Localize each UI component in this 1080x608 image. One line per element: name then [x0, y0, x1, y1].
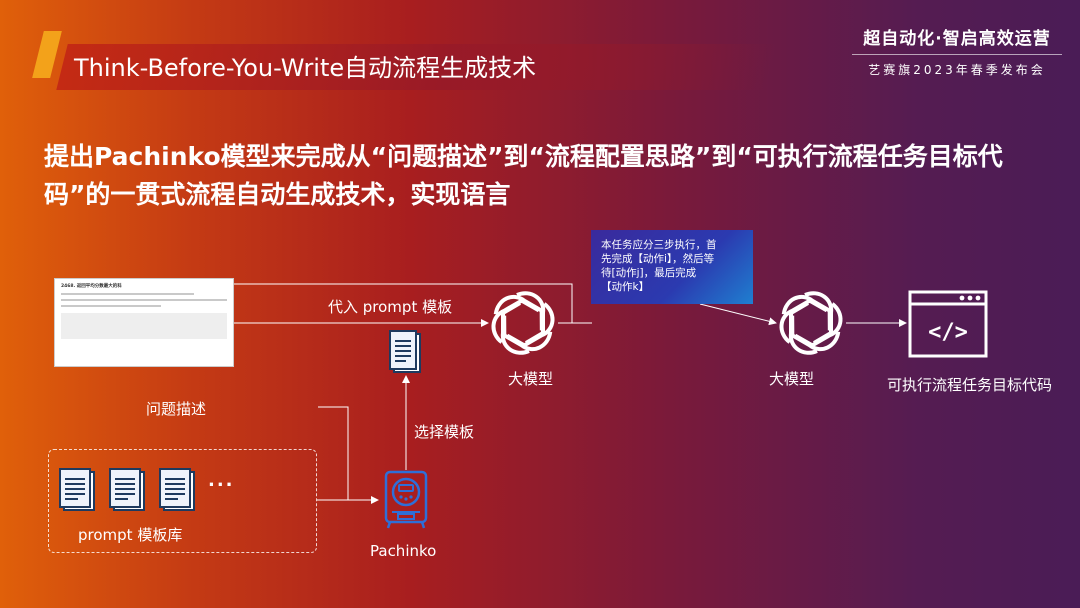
doc-line — [61, 305, 161, 307]
label-select-template: 选择模板 — [414, 423, 475, 441]
library-template-icon-3 — [159, 468, 195, 511]
label-apply-template: 代入 prompt 模板 — [328, 298, 453, 316]
note-line-1: 本任务应分三步执行，首 — [601, 239, 717, 251]
library-template-icon-1 — [59, 468, 95, 511]
library-more-ellipsis: ... — [208, 470, 235, 491]
code-window-icon: </> — [908, 290, 988, 358]
prompt-template-library-box — [48, 449, 317, 553]
label-llm-2: 大模型 — [769, 370, 815, 388]
doc-line — [61, 299, 227, 301]
label-llm-1: 大模型 — [508, 370, 554, 388]
brand-subtitle: 艺赛旗2023年春季发布会 — [868, 63, 1046, 77]
arrow-problem-to-pachinko — [318, 406, 379, 504]
note-line-4: 【动作k】 — [601, 281, 650, 293]
label-pachinko: Pachinko — [370, 542, 437, 560]
svg-text:</>: </> — [928, 320, 968, 345]
note-line-2: 先完成【动作i】，然后等 — [601, 253, 715, 265]
doc-line — [61, 293, 194, 295]
headline-line-2: 码”的一贯式流程自动生成技术，实现语言 — [44, 180, 511, 209]
doc-header: 2468. 返回平均分数最大的科 — [61, 284, 122, 289]
label-problem-description: 问题描述 — [146, 400, 207, 418]
headline-line-1: 提出Pachinko模型来完成从“问题描述”到“流程配置思路”到“可执行流程任务… — [44, 142, 1003, 171]
brand-block: 超自动化·智启高效运营 艺赛旗2023年春季发布会 — [852, 24, 1062, 78]
llm-logo-icon-1 — [491, 291, 555, 355]
library-template-icon-2 — [109, 468, 145, 511]
llm-logo-icon-2 — [779, 291, 843, 355]
brand-title: 超自动化·智启高效运营 — [863, 29, 1051, 49]
arrow-note-to-llm2 — [699, 303, 777, 326]
label-template-library: prompt 模板库 — [78, 526, 183, 544]
brand-divider — [852, 54, 1062, 55]
execution-plan-note: 本任务应分三步执行，首 先完成【动作i】，然后等 待[动作j]，最后完成 【动作… — [591, 230, 753, 304]
doc-example-box — [61, 313, 227, 339]
problem-document-screenshot: 2468. 返回平均分数最大的科 — [54, 278, 234, 367]
label-target-code: 可执行流程任务目标代码 — [887, 376, 1053, 394]
note-line-3: 待[动作j]，最后完成 — [601, 267, 697, 279]
page-title: Think-Before-You-Write自动流程生成技术 — [74, 54, 537, 82]
prompt-template-icon — [389, 330, 421, 373]
pachinko-machine-icon — [384, 470, 428, 529]
headline: 提出Pachinko模型来完成从“问题描述”到“流程配置思路”到“可执行流程任务… — [44, 138, 1034, 214]
